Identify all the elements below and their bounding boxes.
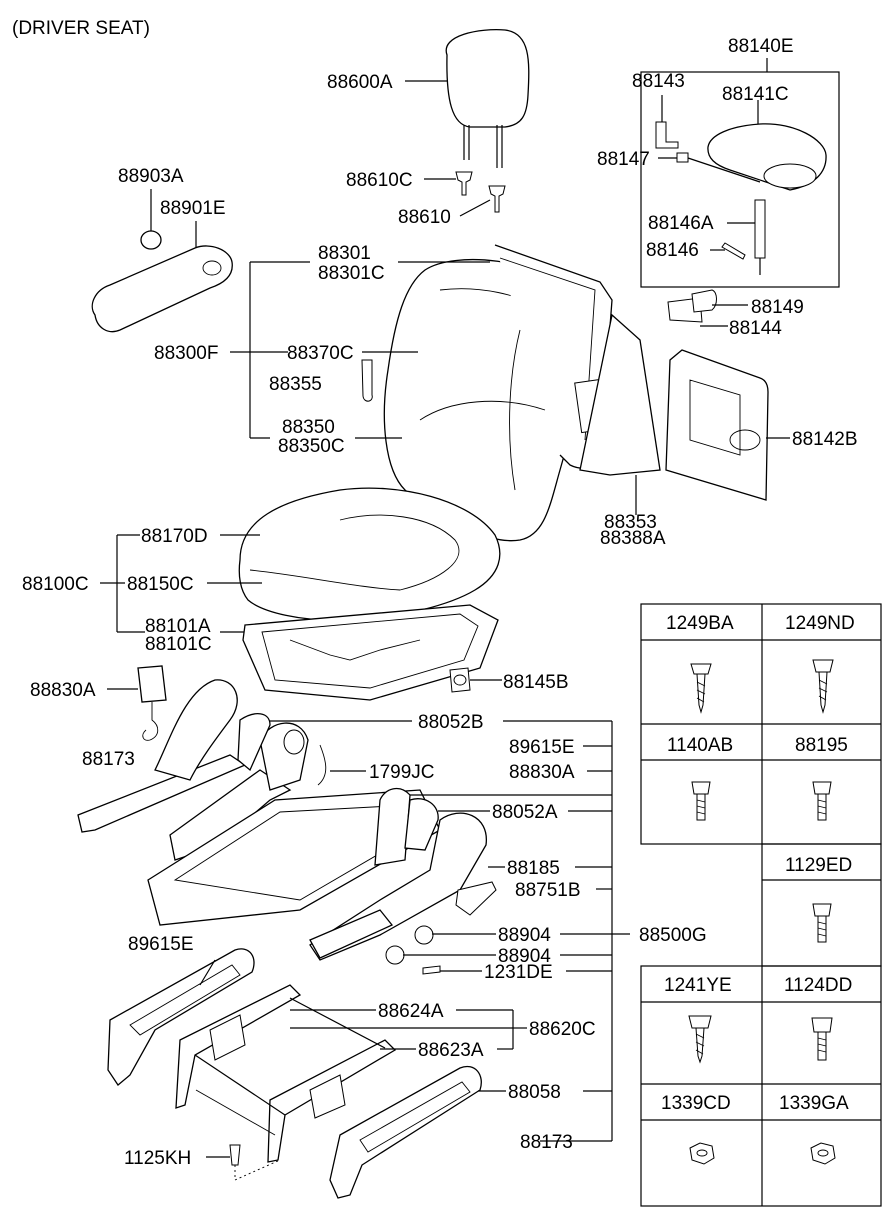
lower-rail-assembly bbox=[107, 948, 482, 1199]
fastener-label-1129ED: 1129ED bbox=[785, 855, 852, 876]
fastener-label-1339CD: 1339CD bbox=[661, 1093, 731, 1114]
label-88058: 88058 bbox=[508, 1082, 561, 1103]
label-88901E: 88901E bbox=[160, 198, 226, 219]
nut-icon bbox=[810, 1142, 836, 1165]
label-88142B: 88142B bbox=[792, 429, 858, 450]
seat-frame-part bbox=[77, 679, 497, 975]
label-1125KH: 1125KH bbox=[124, 1148, 191, 1169]
label-88610: 88610 bbox=[398, 207, 451, 228]
label-88903A: 88903A bbox=[118, 166, 184, 187]
fastener-table bbox=[640, 603, 882, 1207]
label-88904-b: 88904 bbox=[498, 946, 551, 967]
fastener-label-1241YE: 1241YE bbox=[664, 975, 732, 996]
label-89615E-left: 89615E bbox=[128, 934, 194, 955]
label-88355: 88355 bbox=[269, 374, 322, 395]
label-89615E-right: 89615E bbox=[509, 737, 575, 758]
label-88149: 88149 bbox=[751, 297, 804, 318]
label-88052A: 88052A bbox=[492, 802, 558, 823]
fastener-label-1124DD: 1124DD bbox=[784, 975, 852, 996]
lever-88355 bbox=[361, 359, 373, 402]
fastener-label-1249BA: 1249BA bbox=[666, 613, 734, 634]
label-88145B: 88145B bbox=[503, 672, 569, 693]
label-88301: 88301 bbox=[318, 243, 371, 264]
fastener-label-1249ND: 1249ND bbox=[785, 613, 855, 634]
armrest-part bbox=[91, 230, 233, 333]
label-88100C: 88100C bbox=[22, 574, 89, 595]
label-88350: 88350 bbox=[282, 417, 335, 438]
label-88830A-left: 88830A bbox=[30, 680, 96, 701]
cushion-pan-part bbox=[242, 604, 499, 701]
screw-icon bbox=[688, 1015, 712, 1064]
bolt-icon bbox=[811, 1017, 833, 1061]
bolt-icon bbox=[691, 781, 711, 821]
label-88350C: 88350C bbox=[278, 436, 345, 457]
screw-icon bbox=[690, 663, 712, 714]
label-88144: 88144 bbox=[729, 318, 782, 339]
label-88150C: 88150C bbox=[127, 574, 194, 595]
label-88146: 88146 bbox=[646, 240, 699, 261]
label-1799JC: 1799JC bbox=[369, 762, 435, 783]
label-88620C: 88620C bbox=[529, 1019, 596, 1040]
label-88388A: 88388A bbox=[600, 528, 666, 549]
label-88610C: 88610C bbox=[346, 170, 413, 191]
label-88101C: 88101C bbox=[145, 634, 212, 655]
seatback-table-part bbox=[640, 71, 840, 288]
label-88052B: 88052B bbox=[418, 712, 484, 733]
label-88147: 88147 bbox=[597, 149, 650, 170]
label-88170D: 88170D bbox=[141, 526, 208, 547]
label-1231DE: 1231DE bbox=[484, 962, 553, 983]
label-88141C: 88141C bbox=[722, 84, 789, 105]
label-88185: 88185 bbox=[507, 858, 560, 879]
fastener-label-1140AB: 1140AB bbox=[667, 735, 733, 756]
screw-icon bbox=[812, 659, 834, 714]
side-panel-part bbox=[579, 313, 661, 476]
label-88173-left: 88173 bbox=[82, 749, 135, 770]
label-88101A: 88101A bbox=[145, 616, 211, 637]
fastener-label-88195: 88195 bbox=[795, 735, 848, 756]
seat-cushion-part bbox=[238, 487, 501, 621]
label-88143: 88143 bbox=[632, 71, 685, 92]
clip-88145B bbox=[449, 667, 471, 693]
label-88146A: 88146A bbox=[648, 213, 714, 234]
label-88751B: 88751B bbox=[515, 880, 581, 901]
label-88301C: 88301C bbox=[318, 263, 385, 284]
label-88353: 88353 bbox=[604, 512, 657, 533]
bolt-icon bbox=[812, 781, 832, 821]
seat-belt-buckle-part bbox=[137, 665, 167, 741]
label-88500G: 88500G bbox=[639, 925, 707, 946]
seat-back-part bbox=[383, 244, 622, 542]
label-88140E: 88140E bbox=[728, 36, 794, 57]
label-88173-bottom: 88173 bbox=[520, 1132, 573, 1153]
rear-panel-part bbox=[665, 349, 769, 501]
bolt-icon bbox=[812, 903, 832, 943]
label-88624A: 88624A bbox=[378, 1001, 444, 1022]
headrest-part bbox=[445, 29, 530, 213]
fastener-label-1339GA: 1339GA bbox=[779, 1093, 849, 1114]
label-88370C: 88370C bbox=[287, 343, 354, 364]
label-88830A-right: 88830A bbox=[509, 762, 575, 783]
bracket-88149-88144 bbox=[667, 289, 717, 323]
label-88904-a: 88904 bbox=[498, 925, 551, 946]
diagram-title: (DRIVER SEAT) bbox=[12, 18, 150, 39]
label-88600A: 88600A bbox=[327, 72, 393, 93]
nut-icon bbox=[689, 1142, 715, 1165]
label-88623A: 88623A bbox=[418, 1040, 484, 1061]
label-88300F: 88300F bbox=[154, 343, 218, 364]
